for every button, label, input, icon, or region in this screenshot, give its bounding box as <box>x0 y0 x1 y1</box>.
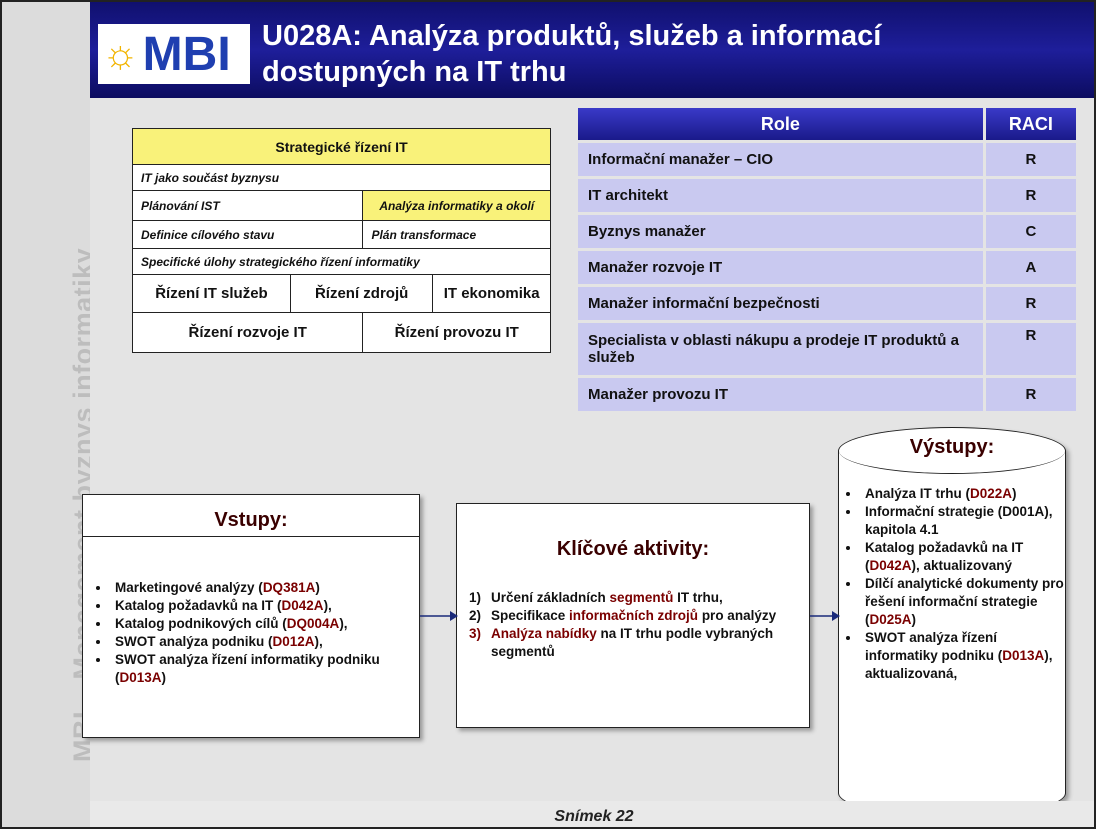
raci-role: IT architekt <box>578 179 983 212</box>
strategic-row: IT jako součást byznysu <box>132 164 551 191</box>
list-item: SWOT analýza řízení informatiky podniku … <box>111 651 419 687</box>
list-item: 1)Určení základních segmentů IT trhu, <box>469 590 723 605</box>
list-item: Katalog podnikových cílů (DQ004A), <box>111 615 419 633</box>
strategic-cell-highlight: Analýza informatiky a okolí <box>362 190 551 221</box>
sidebar: MBI – Management byznys informatiky <box>2 2 98 827</box>
sun-icon: ☼ <box>102 32 139 76</box>
list-item: Dílčí analytické dokumenty pro řešení in… <box>861 575 1065 629</box>
strategic-header: Strategické řízení IT <box>132 128 551 165</box>
slide-header: ☼ MBI U028A: Analýza produktů, služeb a … <box>90 2 1094 98</box>
arrow-right-icon <box>420 611 458 621</box>
raci-value: R <box>982 143 1076 176</box>
slide-number: Snímek 22 <box>554 808 634 825</box>
arrow-right-icon <box>810 611 840 621</box>
strategic-cell: Plán transformace <box>362 220 551 249</box>
strategic-cell: IT ekonomika <box>432 274 551 313</box>
list-item: Katalog požadavků na IT (D042A), aktuali… <box>861 539 1065 575</box>
mbi-logo: ☼ MBI <box>98 24 250 84</box>
strategic-cell: Plánování IST <box>131 190 364 221</box>
list-item: 2)Specifikace informačních zdrojů pro an… <box>469 608 777 623</box>
raci-role: Manažer rozvoje IT <box>578 251 983 284</box>
strategic-row: Specifické úlohy strategického řízení in… <box>132 248 551 275</box>
raci-role: Specialista v oblasti nákupu a prodeje I… <box>578 323 983 375</box>
raci-header-role: Role <box>578 108 983 140</box>
title-line-1: U028A: Analýza produktů, služeb a inform… <box>262 20 882 52</box>
list-item: Katalog požadavků na IT (D042A), <box>111 597 419 615</box>
key-activities-box: Klíčové aktivity: 1)Určení základních se… <box>456 503 810 728</box>
page-title: U028A: Analýza produktů, služeb a inform… <box>262 18 881 90</box>
outputs-cylinder: Výstupy: Analýza IT trhu (D022A) Informa… <box>838 427 1066 817</box>
raci-value: R <box>982 323 1076 375</box>
list-item: Analýza IT trhu (D022A) <box>861 485 1065 503</box>
activities-title: Klíčové aktivity: <box>556 538 710 560</box>
raci-role: Manažer informační bezpečnosti <box>578 287 983 320</box>
list-item: SWOT analýza podniku (D012A), <box>111 633 419 651</box>
strategic-cell: Řízení zdrojů <box>289 274 434 313</box>
list-item: Informační strategie (D001A), kapitola 4… <box>861 503 1065 539</box>
list-item: 3)Analýza nabídky na IT trhu podle vybra… <box>469 626 774 659</box>
list-item: SWOT analýza řízení informatiky podniku … <box>861 629 1065 683</box>
raci-value: C <box>982 215 1076 248</box>
footer-bar <box>90 801 1094 827</box>
inputs-box: Vstupy: Marketingové analýzy (DQ381A) Ka… <box>82 494 420 738</box>
raci-role: Informační manažer – CIO <box>578 143 983 176</box>
strategic-management-table: Strategické řízení IT IT jako součást by… <box>131 128 551 353</box>
strategic-cell: Řízení IT služeb <box>132 274 291 313</box>
title-line-2: dostupných na IT trhu <box>262 56 567 88</box>
list-item: Marketingové analýzy (DQ381A) <box>111 579 419 597</box>
raci-value: A <box>982 251 1076 284</box>
outputs-title: Výstupy: <box>909 436 995 458</box>
raci-role: Manažer provozu IT <box>578 378 983 411</box>
cylinder-top <box>839 428 1065 474</box>
raci-value: R <box>982 378 1076 411</box>
raci-value: R <box>982 179 1076 212</box>
raci-value: R <box>982 287 1076 320</box>
strategic-cell: Řízení provozu IT <box>362 312 551 353</box>
strategic-cell: Definice cílového stavu <box>131 220 364 249</box>
inputs-list: Marketingové analýzy (DQ381A) Katalog po… <box>83 579 419 687</box>
raci-header-raci: RACI <box>982 108 1076 140</box>
inputs-title: Vstupy: <box>214 509 288 531</box>
activities-list: 1)Určení základních segmentů IT trhu, 2)… <box>469 589 797 661</box>
raci-role: Byznys manažer <box>578 215 983 248</box>
logo-text: MBI <box>142 27 231 81</box>
strategic-cell: Řízení rozvoje IT <box>131 312 364 353</box>
outputs-list: Analýza IT trhu (D022A) Informační strat… <box>839 485 1065 683</box>
